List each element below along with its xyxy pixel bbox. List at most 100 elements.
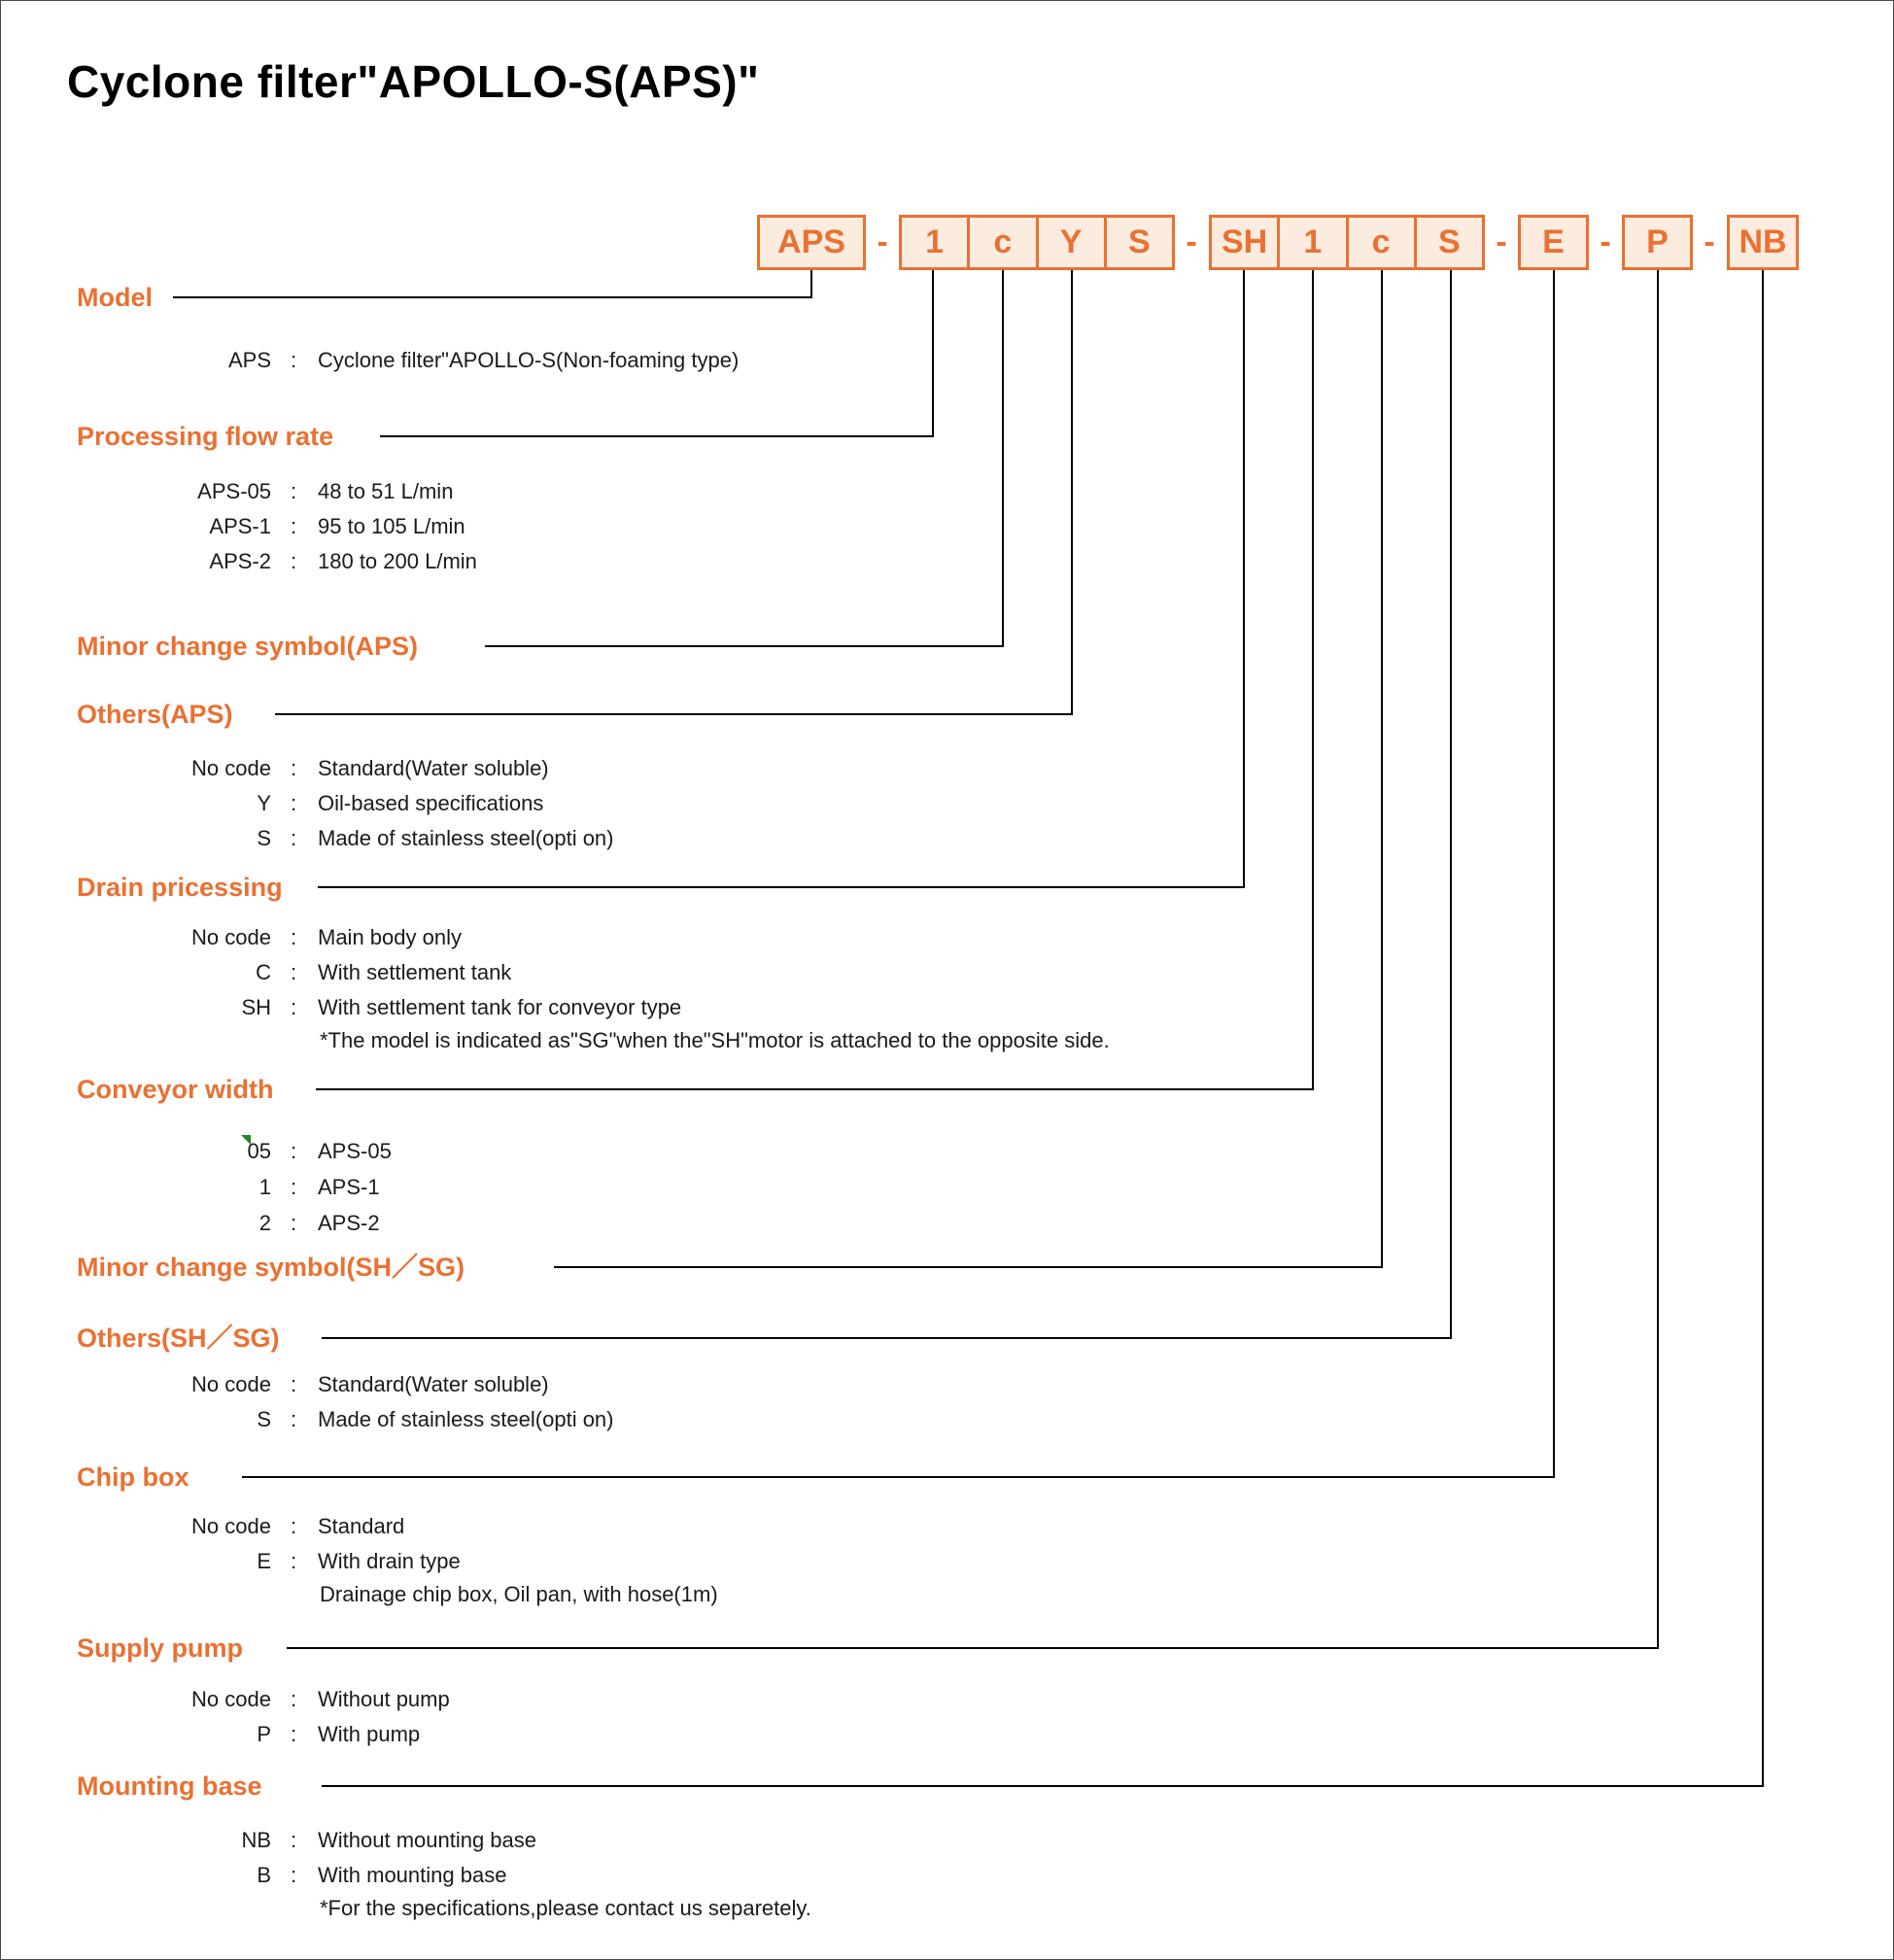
row-code: SH: [241, 995, 271, 1019]
row-code: No code: [191, 1372, 271, 1396]
connector-minor-shsg: [554, 270, 1383, 1268]
row-colon: :: [290, 995, 297, 1019]
section-note: Drainage chip box, Oil pan, with hose(1m…: [94, 1578, 1775, 1611]
row-colon: :: [290, 1372, 297, 1396]
section-heading-model: Model: [77, 283, 153, 312]
row-desc: Standard: [318, 1514, 405, 1538]
row-desc: Oil-based specifications: [318, 791, 544, 815]
row-desc: With pump: [318, 1722, 421, 1746]
note-text: *For the specifications,please contact u…: [320, 1896, 811, 1920]
row-code: NB: [241, 1828, 271, 1852]
list-item: APS : Cyclone filter"APOLLO-S(Non-foamin…: [94, 344, 1552, 377]
row-code: 1: [258, 1175, 271, 1199]
row-desc: APS-1: [318, 1175, 380, 1199]
connector-supply-pump: [287, 270, 1659, 1649]
code-box-conveyor: 1: [1277, 218, 1345, 267]
list-item: P : With pump: [94, 1718, 1552, 1751]
list-item: E : With drain type: [94, 1545, 1552, 1578]
row-colon: :: [290, 1549, 297, 1573]
row-colon: :: [290, 1722, 297, 1746]
list-item: APS-1 : 95 to 105 L/min: [94, 510, 1552, 543]
row-desc: Made of stainless steel(opti on): [318, 826, 614, 850]
row-desc: Main body only: [318, 925, 462, 949]
list-item: APS-2 : 180 to 200 L/min: [94, 545, 1552, 578]
code-box-minor-aps: c: [967, 218, 1035, 267]
list-item: 05 : APS-05: [94, 1135, 1552, 1168]
connector-chip-box: [242, 270, 1555, 1478]
row-code: E: [257, 1549, 271, 1573]
section-heading-minor-shsg: Minor change symbol(SH／SG): [77, 1253, 465, 1282]
row-desc: With drain type: [318, 1549, 461, 1573]
list-item: 2 : APS-2: [94, 1207, 1552, 1240]
connector-flow-rate: [380, 270, 934, 437]
row-code: APS-1: [209, 514, 271, 538]
section-heading-mounting-base: Mounting base: [77, 1771, 262, 1801]
row-desc: 180 to 200 L/min: [318, 549, 477, 573]
row-colon: :: [290, 925, 297, 949]
code-box-others-shsg: S: [1413, 218, 1482, 267]
row-colon: :: [290, 1514, 297, 1538]
row-desc: Standard(Water soluble): [318, 1372, 549, 1396]
row-desc: Without mounting base: [318, 1828, 537, 1852]
row-colon: :: [290, 549, 297, 573]
section-heading-chip-box: Chip box: [77, 1462, 189, 1492]
row-colon: :: [290, 1687, 297, 1711]
section-note: *For the specifications,please contact u…: [94, 1892, 1775, 1925]
page-title: Cyclone filter"APOLLO-S(APS)": [67, 56, 760, 107]
row-colon: :: [290, 1407, 297, 1431]
row-code: Y: [257, 791, 271, 815]
row-desc: Made of stainless steel(opti on): [318, 1407, 614, 1431]
list-item: SH : With settlement tank for conveyor t…: [94, 991, 1552, 1024]
connector-conveyor: [316, 270, 1314, 1090]
row-code: S: [257, 826, 271, 850]
code-dash: -: [1496, 224, 1507, 260]
row-desc: 95 to 105 L/min: [318, 514, 465, 538]
row-code: P: [257, 1722, 271, 1746]
connector-others-shsg: [322, 270, 1452, 1339]
row-desc: APS-2: [318, 1211, 380, 1235]
list-item: S : Made of stainless steel(opti on): [94, 1403, 1552, 1436]
code-box-drain: SH: [1222, 224, 1268, 260]
row-desc: With mounting base: [318, 1863, 507, 1887]
row-code: No code: [191, 1687, 271, 1711]
list-item: No code : Standard: [94, 1510, 1552, 1543]
connector-minor-aps: [485, 270, 1004, 647]
section-heading-others-aps: Others(APS): [77, 700, 233, 729]
list-item: APS-05 : 48 to 51 L/min: [94, 475, 1552, 508]
code-box-model: APS: [757, 215, 866, 270]
row-desc: Standard(Water soluble): [318, 756, 549, 780]
code-box-mounting-base: NB: [1727, 215, 1799, 270]
row-colon: :: [290, 826, 297, 850]
row-colon: :: [290, 791, 297, 815]
row-code: APS-2: [209, 549, 271, 573]
list-item: Y : Oil-based specifications: [94, 787, 1552, 820]
row-colon: :: [290, 1139, 297, 1163]
row-code: No code: [191, 756, 271, 780]
list-item: No code : Main body only: [94, 921, 1552, 954]
row-colon: :: [290, 756, 297, 780]
list-item: B : With mounting base: [94, 1859, 1552, 1892]
list-item: C : With settlement tank: [94, 956, 1552, 989]
code-dash: -: [1704, 224, 1715, 260]
code-box-supply-pump: P: [1622, 215, 1693, 270]
list-item: S : Made of stainless steel(opti on): [94, 822, 1552, 855]
code-dash: -: [877, 224, 888, 260]
row-desc: Without pump: [318, 1687, 450, 1711]
row-colon: :: [290, 479, 297, 503]
row-desc: With settlement tank: [318, 960, 512, 984]
row-code: 2: [258, 1211, 271, 1235]
row-desc: 48 to 51 L/min: [318, 479, 454, 503]
connector-drain: [318, 270, 1245, 888]
section-heading-drain: Drain pricessing: [77, 873, 283, 902]
row-colon: :: [290, 514, 297, 538]
row-desc: With settlement tank for conveyor type: [318, 995, 682, 1019]
list-item: NB : Without mounting base: [94, 1824, 1552, 1857]
row-code: APS: [227, 348, 271, 372]
row-colon: :: [290, 1828, 297, 1852]
row-colon: :: [290, 348, 297, 372]
list-item: No code : Standard(Water soluble): [94, 752, 1552, 785]
code-group-aps-options: 1 c Y S: [899, 215, 1175, 270]
list-item: No code : Without pump: [94, 1683, 1552, 1716]
